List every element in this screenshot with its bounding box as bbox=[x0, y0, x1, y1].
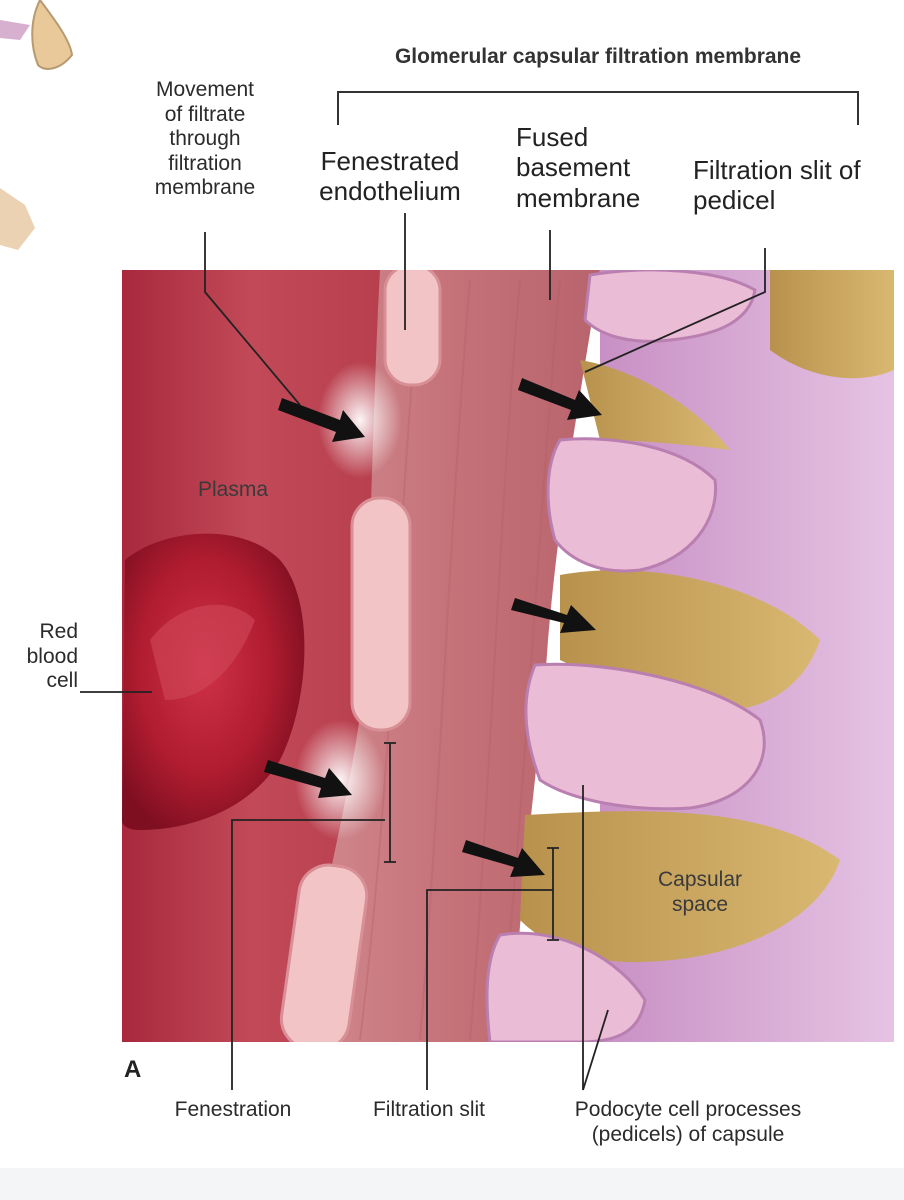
footer-strip bbox=[0, 1168, 904, 1200]
movement-of-filtrate-label: Movement of filtrate through filtration … bbox=[154, 78, 256, 200]
red-blood-cell-label: Red blood cell bbox=[26, 620, 78, 693]
podocyte-pedicels bbox=[485, 270, 766, 1042]
corner-illustration-fragment bbox=[0, 0, 74, 250]
panel-letter: A bbox=[124, 1056, 142, 1083]
plasma-label: Plasma bbox=[198, 478, 269, 501]
top-bracket bbox=[337, 91, 859, 125]
filtrate-arrows bbox=[264, 378, 602, 877]
podocyte-cell-processes-label: Podocyte cell processes (pedicels) of ca… bbox=[574, 1098, 802, 1146]
fused-basement-membrane-label: Fused basement membrane bbox=[516, 122, 641, 213]
glomerular-capsular-filtration-membrane-label: Glomerular capsular filtration membrane bbox=[394, 45, 802, 68]
filtration-slit-of-pedicel-label: Filtration slit of pedicel bbox=[693, 155, 861, 216]
endothelium-segments bbox=[279, 270, 442, 1042]
capsular-space-label: Capsular space bbox=[657, 868, 743, 916]
leader-lines bbox=[80, 213, 766, 1091]
fenestration-label: Fenestration bbox=[174, 1098, 292, 1121]
filtration-slit-label: Filtration slit bbox=[372, 1098, 486, 1121]
illustration-panel bbox=[122, 270, 894, 1042]
fenestration-glow bbox=[318, 362, 402, 478]
fenestration-glow-lower bbox=[295, 720, 385, 840]
fenestrated-endothelium-label: Fenestrated endothelium bbox=[319, 146, 461, 207]
